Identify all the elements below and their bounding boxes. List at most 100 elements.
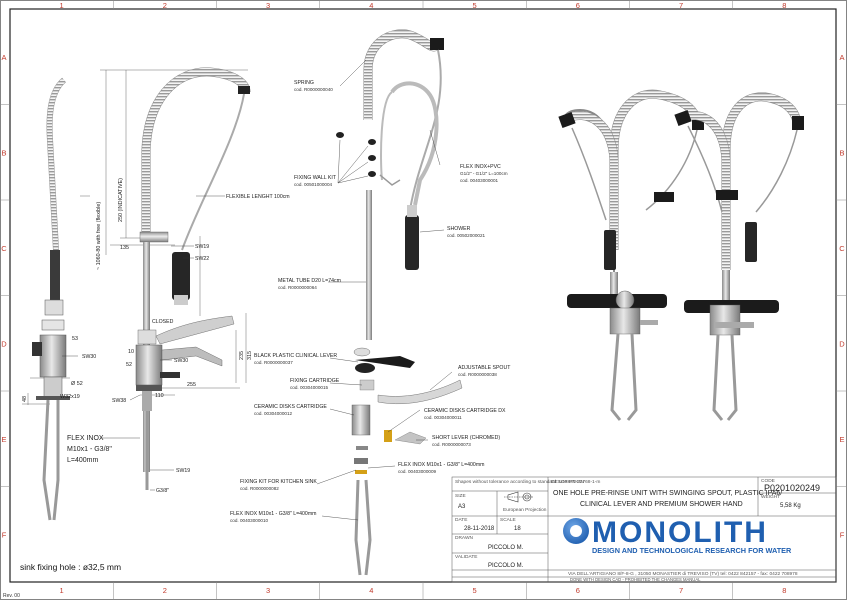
dim-height-250: 250 (INDICATIVE) bbox=[118, 178, 124, 222]
label-adjustable-spout-code: cod. R0000000038 bbox=[458, 372, 497, 377]
dim-235: 235 bbox=[239, 351, 245, 360]
label-sw22: SW22 bbox=[195, 256, 209, 262]
grid-column-label: 8 bbox=[782, 586, 786, 595]
label-spring-code: cod. R0000000040 bbox=[294, 87, 333, 92]
label-metal-tube: METAL TUBE D20 L=74cm bbox=[278, 278, 341, 284]
description-line-1: ONE HOLE PRE-RINSE UNIT WITH SWINGING SP… bbox=[553, 490, 782, 497]
label-sw19-top: SW19 bbox=[195, 244, 209, 250]
projection-label: European Projection bbox=[503, 507, 547, 513]
label-fixing-cartridge: FIXING CARTRIDGE bbox=[290, 378, 340, 384]
monolith-logo: MONOLITH DESIGN AND TECHNOLOGICAL RESEAR… bbox=[563, 516, 792, 555]
label-flex-inox-1: FLEX INOX M10x1 - G3/8" L=400mm bbox=[398, 462, 484, 468]
grid-column-label: 6 bbox=[576, 1, 580, 10]
footer-note: DONE WITH DESIGN CAD - PROHIBITED THE CH… bbox=[570, 577, 701, 582]
validate-value: PICCOLO M. bbox=[488, 563, 524, 569]
grid-row-label: A bbox=[839, 53, 844, 62]
weight-value: 5,58 Kg bbox=[780, 503, 801, 509]
grid-column-label: 6 bbox=[576, 586, 580, 595]
grid-column-label: 2 bbox=[163, 586, 167, 595]
label-flex-inox-length: L=400mm bbox=[67, 457, 98, 464]
label-black-lever-code: cod. R0000000037 bbox=[254, 360, 293, 365]
code-label: CODE bbox=[761, 478, 775, 484]
label-metal-tube-code: cod. R0000000064 bbox=[278, 285, 317, 290]
validate-label: VALIDATE bbox=[455, 554, 477, 560]
grid-column-label: 1 bbox=[60, 1, 64, 10]
label-g38: G3/8" bbox=[156, 488, 169, 494]
tolerance-note: Shapes without tolerance according to st… bbox=[455, 479, 600, 485]
label-flex-inox-pvc-code: cod. 00403000001 bbox=[460, 178, 499, 183]
label-shower-code: cod. 00502000021 bbox=[447, 233, 486, 238]
exploded-view: SPRING cod. R0000000040 FIXING WALL KIT … bbox=[230, 29, 511, 576]
label-flex-inox-2-code: cod. 00403000010 bbox=[230, 518, 269, 523]
grid-row-label: E bbox=[1, 435, 6, 444]
label-flex-inox-2: FLEX INOX M10x1 - G3/8" L=400mm bbox=[230, 511, 316, 517]
dim-53: 53 bbox=[72, 336, 78, 342]
scale-label: SCALE bbox=[500, 517, 516, 523]
dim-52: 52 bbox=[126, 362, 132, 368]
label-fixing-wall-kit-code: cod. 00501000004 bbox=[294, 182, 333, 187]
dim-315: 315 bbox=[247, 351, 253, 360]
label-adjustable-spout: ADJUSTABLE SPOUT bbox=[458, 365, 511, 371]
side-view bbox=[32, 77, 70, 521]
label-black-lever: BLACK PLASTIC CLINICAL LEVER bbox=[254, 353, 337, 359]
label-ceramic-disks-dx: CERAMIC DISKS CARTRIDGE DX bbox=[424, 408, 506, 414]
sink-fixing-hole-note: sink fixing hole : ø32,5 mm bbox=[20, 562, 121, 572]
render-view-side bbox=[674, 92, 804, 421]
label-short-lever: SHORT LEVER (CHROMED) bbox=[432, 435, 500, 441]
description-line-2: CLINICAL LEVER AND PREMIUM SHOWER HAND bbox=[580, 501, 743, 508]
grid-column-label: 5 bbox=[473, 586, 477, 595]
dim-vertical-range: ~ 1060-80 with free (flexible) bbox=[96, 202, 102, 270]
grid-row-label: D bbox=[839, 339, 845, 348]
label-fixing-wall-kit: FIXING WALL KIT bbox=[294, 175, 337, 181]
size-label: SIZE bbox=[455, 493, 466, 499]
grid-row-label: A bbox=[1, 53, 6, 62]
label-shower: SHOWER bbox=[447, 226, 471, 232]
grid-column-label: 4 bbox=[369, 1, 373, 10]
grid-column-label: 4 bbox=[369, 586, 373, 595]
grid-column-label: 1 bbox=[60, 586, 64, 595]
label-spring: SPRING bbox=[294, 80, 314, 86]
grid-column-label: 3 bbox=[266, 1, 270, 10]
label-flex-inox-pvc: FLEX INOX+PVC bbox=[460, 164, 501, 170]
grid-row-label: C bbox=[1, 244, 7, 253]
dim-10: 10 bbox=[128, 349, 134, 355]
grid-row-label: D bbox=[1, 339, 7, 348]
title-block: Shapes without tolerance according to st… bbox=[451, 476, 837, 583]
grid-row-label: F bbox=[2, 530, 7, 539]
code-value: P0201020249 bbox=[764, 483, 820, 493]
dim-255: 255 bbox=[187, 382, 196, 388]
label-ceramic-disks-dx-code: cod. 00304000011 bbox=[424, 415, 462, 420]
date-label: DATE bbox=[455, 517, 467, 523]
grid-column-label: 3 bbox=[266, 586, 270, 595]
grid-column-label: 5 bbox=[473, 1, 477, 10]
grid-column-label: 2 bbox=[163, 1, 167, 10]
weight-label: WEIGHT bbox=[761, 494, 780, 500]
grid-column-label: 8 bbox=[782, 1, 786, 10]
drawn-value: PICCOLO M. bbox=[488, 545, 524, 551]
left-elevation-view: ~ 1060-80 with free (flexible) 250 (INDI… bbox=[20, 67, 290, 572]
label-closed: CLOSED bbox=[152, 319, 174, 325]
brand-tagline: DESIGN AND TECHNOLOGICAL RESEARCH FOR WA… bbox=[592, 546, 792, 555]
drawn-label: DRAWN bbox=[455, 535, 473, 541]
size-value: A3 bbox=[458, 504, 466, 510]
european-projection-icon bbox=[504, 491, 534, 503]
description-label: DESCRIPTION bbox=[551, 479, 584, 485]
label-short-lever-code: cod. R0000000073 bbox=[432, 442, 471, 447]
label-ceramic-disks: CERAMIC DISKS CARTRIDGE bbox=[254, 404, 327, 410]
label-sw30-left: SW30 bbox=[82, 354, 96, 360]
dim-110: 110 bbox=[155, 393, 164, 399]
label-flexible-length: FLEXIBLE LENGHT 100cm bbox=[226, 194, 290, 200]
grid-column-label: 7 bbox=[679, 1, 683, 10]
label-flex-inox: FLEX INOX bbox=[67, 435, 104, 442]
grid-column-label: 7 bbox=[679, 586, 683, 595]
dim-48: 48 bbox=[22, 396, 28, 402]
date-value: 28-11-2018 bbox=[464, 526, 495, 532]
label-flex-inox-1-code: cod. 00403000009 bbox=[398, 469, 437, 474]
label-flex-inox-thread: M10x1 - G3/8" bbox=[67, 446, 112, 453]
grid-row-label: B bbox=[1, 148, 6, 157]
label-fixing-cartridge-code: cod. 00304000015 bbox=[290, 385, 329, 390]
dim-diameter-52: Ø 52 bbox=[71, 381, 83, 387]
front-view bbox=[135, 67, 251, 490]
label-fixing-kit-sink: FIXING KIT FOR KITCHEN SINK bbox=[240, 479, 317, 485]
